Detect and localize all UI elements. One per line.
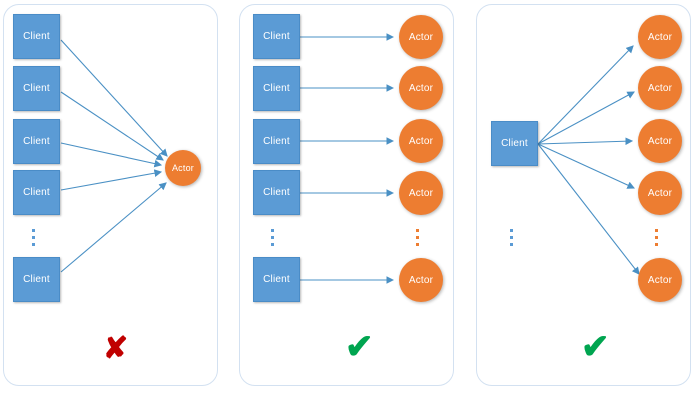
client-node[interactable]: Client — [253, 66, 300, 111]
client-node[interactable]: Client — [491, 121, 538, 166]
client-node[interactable]: Client — [13, 119, 60, 164]
actor-node[interactable]: Actor — [399, 15, 443, 59]
actor-node[interactable]: Actor — [399, 171, 443, 215]
client-node[interactable]: Client — [13, 257, 60, 302]
client-ellipsis-icon — [271, 229, 274, 246]
client-ellipsis-icon — [510, 229, 513, 246]
actor-node[interactable]: Actor — [638, 66, 682, 110]
client-node[interactable]: Client — [253, 170, 300, 215]
actor-node[interactable]: Actor — [638, 15, 682, 59]
verdict-check-icon: ✔ — [581, 328, 610, 366]
actor-node[interactable]: Actor — [399, 119, 443, 163]
verdict-cross-icon: ✘ — [103, 332, 129, 365]
actor-node[interactable]: Actor — [638, 119, 682, 163]
actor-ellipsis-icon — [655, 229, 658, 246]
actor-node[interactable]: Actor — [638, 258, 682, 302]
client-node[interactable]: Client — [253, 14, 300, 59]
verdict-check-icon: ✔ — [345, 328, 374, 366]
client-node[interactable]: Client — [253, 119, 300, 164]
client-ellipsis-icon — [32, 229, 35, 246]
actor-node[interactable]: Actor — [399, 66, 443, 110]
actor-node[interactable]: Actor — [165, 150, 201, 186]
actor-node[interactable]: Actor — [399, 258, 443, 302]
client-node[interactable]: Client — [13, 66, 60, 111]
actor-ellipsis-icon — [416, 229, 419, 246]
actor-node[interactable]: Actor — [638, 171, 682, 215]
client-node[interactable]: Client — [13, 14, 60, 59]
client-node[interactable]: Client — [13, 170, 60, 215]
client-node[interactable]: Client — [253, 257, 300, 302]
